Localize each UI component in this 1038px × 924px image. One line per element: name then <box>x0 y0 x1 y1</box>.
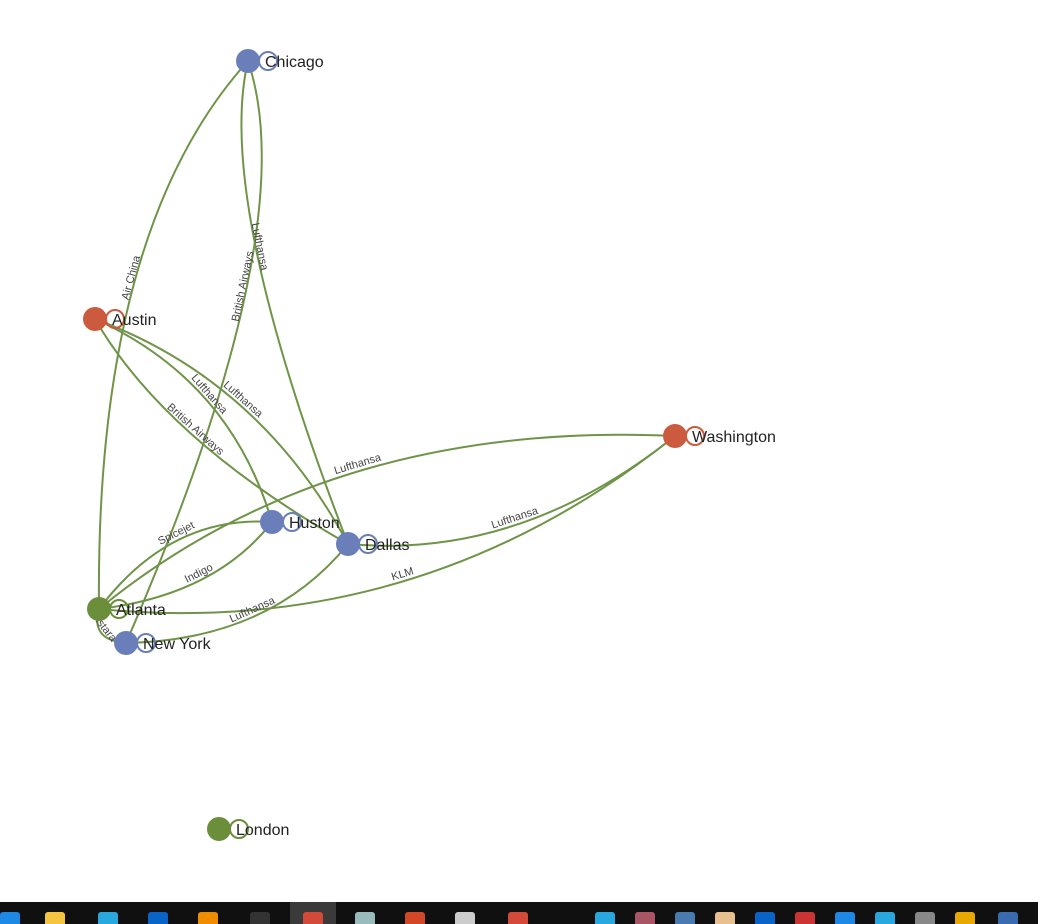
node-austin[interactable]: Austin <box>83 307 156 331</box>
node-ring <box>109 599 129 619</box>
sublime-icon[interactable] <box>198 912 218 924</box>
node-circle[interactable] <box>207 817 231 841</box>
hourglass-icon[interactable] <box>715 912 735 924</box>
edge-label: Lufthansa <box>490 505 540 532</box>
chrome-icon[interactable] <box>508 912 528 924</box>
node-chicago[interactable]: Chicago <box>236 49 324 73</box>
node-washington[interactable]: Washington <box>663 424 776 448</box>
powerpoint-icon[interactable] <box>405 912 425 924</box>
node-circle[interactable] <box>114 631 138 655</box>
node-circle[interactable] <box>336 532 360 556</box>
terminal-icon[interactable] <box>250 912 270 924</box>
windows-taskbar <box>0 902 1038 924</box>
onenote-icon[interactable] <box>795 912 815 924</box>
edge-label: Air China <box>120 253 144 301</box>
bluetooth-icon[interactable] <box>998 912 1018 924</box>
drive-icon[interactable] <box>835 912 855 924</box>
edge-chicago-new-york <box>124 60 263 645</box>
node-ring <box>358 534 378 554</box>
edge-austin-dallas <box>94 318 350 545</box>
node-ring <box>685 426 705 446</box>
edge-atlanta-washington <box>98 429 677 610</box>
outlook-icon[interactable] <box>148 912 168 924</box>
node-circle[interactable] <box>236 49 260 73</box>
node-huston[interactable]: Huston <box>260 510 340 534</box>
edge-label: Lufthansa <box>221 379 266 421</box>
edge-label: Lufthansa <box>228 594 278 625</box>
node-circle[interactable] <box>663 424 687 448</box>
node-new-york[interactable]: New York <box>114 631 212 655</box>
node-label: Dallas <box>365 537 409 554</box>
edge-label: British Airways <box>230 250 257 323</box>
node-circle[interactable] <box>260 510 284 534</box>
ie-icon[interactable] <box>0 912 20 924</box>
node-ring <box>229 819 249 839</box>
node-label: Austin <box>112 312 156 329</box>
edge-atlanta-chicago <box>97 60 249 610</box>
outlook-tray-icon[interactable] <box>755 912 775 924</box>
node-label: Huston <box>289 515 340 532</box>
node-circle[interactable] <box>83 307 107 331</box>
edge-washington-atlanta <box>97 435 676 617</box>
edge-dallas-new-york <box>124 543 349 649</box>
node-ring <box>136 633 156 653</box>
skype-tray-icon[interactable] <box>875 912 895 924</box>
node-ring <box>105 309 125 329</box>
node-label: Washington <box>692 429 776 446</box>
node-atlanta[interactable]: Atlanta <box>87 597 166 621</box>
folder-icon[interactable] <box>955 912 975 924</box>
skype-tray-icon[interactable] <box>595 912 615 924</box>
node-label: Atlanta <box>116 602 166 619</box>
node-ring <box>282 512 302 532</box>
node-dallas[interactable]: Dallas <box>336 532 409 556</box>
node-circle[interactable] <box>87 597 111 621</box>
node-london[interactable]: London <box>207 817 289 841</box>
edge-atlanta-huston <box>98 515 274 610</box>
network-icon[interactable] <box>675 912 695 924</box>
chrome-icon[interactable] <box>303 912 323 924</box>
node-label: London <box>236 822 289 839</box>
node-label: Chicago <box>265 54 324 71</box>
edge-label: Lufthansa <box>333 451 384 477</box>
node-ring <box>258 51 278 71</box>
editor-icon[interactable] <box>455 912 475 924</box>
file-explorer-icon[interactable] <box>45 912 65 924</box>
skype-icon[interactable] <box>98 912 118 924</box>
edge-austin-dallas <box>94 318 349 546</box>
node-label: New York <box>143 636 212 653</box>
usb-icon[interactable] <box>915 912 935 924</box>
edge-washington-dallas <box>346 435 676 551</box>
app-icon[interactable] <box>635 912 655 924</box>
notepad-icon[interactable] <box>355 912 375 924</box>
edge-dallas-chicago <box>239 59 349 545</box>
